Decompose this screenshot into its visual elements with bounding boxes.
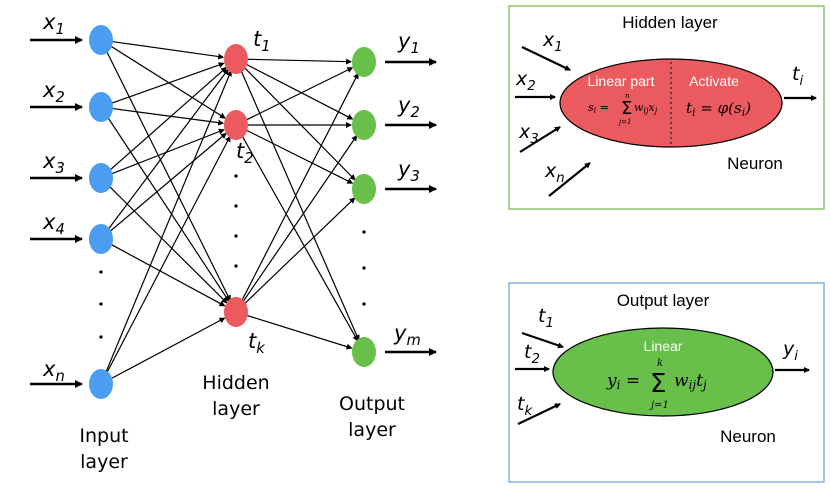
svg-text:n: n xyxy=(625,92,630,100)
hidden-panel-title: Hidden layer xyxy=(622,13,718,32)
edge-input-2-hidden-0 xyxy=(109,66,227,171)
edge-input-0-hidden-1 xyxy=(110,45,226,119)
output-node-1 xyxy=(352,47,376,77)
input-layer-caption-line1: Input xyxy=(79,425,128,447)
svg-text:j=1: j=1 xyxy=(649,400,669,411)
edge-hidden-0-output-2 xyxy=(243,67,356,181)
hidden-label-1: t1 xyxy=(253,27,271,55)
hidden-panel-input-2: x2 xyxy=(515,68,536,94)
output-panel-input-k: tk xyxy=(517,393,533,419)
hidden-label-k: tk xyxy=(248,329,265,357)
edge-input-4-hidden-1 xyxy=(106,135,231,374)
edge-input-2-hidden-1 xyxy=(111,128,225,175)
output-layer-caption-line2: layer xyxy=(348,419,396,441)
input-label-3: x3 xyxy=(42,149,65,177)
input-arrows xyxy=(30,36,83,388)
output-panel-output: yi xyxy=(782,338,798,364)
input-node-n xyxy=(89,369,113,399)
hidden-layer-caption-line2: layer xyxy=(212,398,260,420)
hidden-panel-input-3: x3 xyxy=(518,121,539,147)
svg-text:Σ: Σ xyxy=(621,98,632,119)
hidden-node-2 xyxy=(224,110,248,140)
edge-input-4-hidden-0 xyxy=(105,70,232,374)
svg-text:Σ: Σ xyxy=(650,369,666,399)
output-arrows xyxy=(385,58,437,356)
linear-part-label: Linear part xyxy=(588,73,655,89)
ellipsis-dots xyxy=(99,174,366,339)
output-label-2: y2 xyxy=(397,93,420,121)
output-panel-caption: Neuron xyxy=(720,427,776,446)
edge-input-3-hidden-2 xyxy=(111,244,226,307)
network-connections xyxy=(105,41,360,379)
output-panel-title: Output layer xyxy=(617,291,710,310)
hidden-panel-output: ti xyxy=(792,63,803,89)
svg-text:yi =: yi = xyxy=(606,371,640,392)
output-panel-input-1: t1 xyxy=(538,305,554,331)
output-node-2 xyxy=(352,110,376,140)
edge-input-3-hidden-0 xyxy=(107,68,229,230)
output-linear-label: Linear xyxy=(644,338,683,354)
output-layer-panel: Output layer Linear yi = Σ k j=1 wijtj t… xyxy=(508,282,825,483)
edge-hidden-1-output-0 xyxy=(246,67,354,121)
edge-input-1-hidden-1 xyxy=(112,107,225,126)
hidden-node-1 xyxy=(224,44,248,74)
input-label-n: xn xyxy=(42,357,65,385)
hidden-nodes xyxy=(224,44,248,327)
input-node-1 xyxy=(89,25,113,55)
svg-text:wijtj: wijtj xyxy=(674,371,707,392)
svg-text:si =: si = xyxy=(588,101,609,115)
input-node-2 xyxy=(89,92,113,122)
svg-text:j=1: j=1 xyxy=(617,118,632,126)
edge-hidden-2-output-0 xyxy=(240,72,359,302)
hidden-panel-caption: Neuron xyxy=(727,154,783,173)
input-label-1: x1 xyxy=(42,10,65,38)
edge-hidden-1-output-2 xyxy=(246,129,354,184)
output-node-3 xyxy=(352,174,376,204)
hidden-label-2: t2 xyxy=(236,139,254,167)
output-label-m: ym xyxy=(393,321,421,349)
activate-label: Activate xyxy=(689,73,739,89)
edge-hidden-0-output-3 xyxy=(240,69,360,342)
output-node-m xyxy=(352,337,376,367)
edge-input-1-hidden-0 xyxy=(112,62,225,104)
output-formula: yi = Σ k j=1 wijtj xyxy=(606,358,707,411)
output-nodes xyxy=(352,47,376,367)
sum-formula: si = Σ n j=1 wijxj xyxy=(588,92,658,126)
edge-input-0-hidden-0 xyxy=(112,41,225,60)
output-layer-caption-line1: Output xyxy=(339,393,405,415)
hidden-panel-input-n: xn xyxy=(544,160,565,186)
input-nodes xyxy=(89,25,113,399)
output-neuron-body xyxy=(552,327,774,417)
input-node-3 xyxy=(89,163,113,193)
input-label-4: x4 xyxy=(42,210,65,238)
edge-hidden-1-output-3 xyxy=(241,135,359,342)
edge-input-4-hidden-2 xyxy=(111,317,226,379)
svg-text:wijxj: wijxj xyxy=(634,101,658,115)
edge-input-0-hidden-2 xyxy=(105,50,231,302)
output-label-3: y3 xyxy=(397,157,420,185)
input-layer-caption-line2: layer xyxy=(80,451,128,473)
edge-hidden-2-output-3 xyxy=(247,315,353,350)
output-label-1: y1 xyxy=(397,29,420,57)
hidden-layer-panel: Hidden layer Linear part Activate si = Σ… xyxy=(508,5,825,210)
input-node-4 xyxy=(89,224,113,254)
edge-input-3-hidden-1 xyxy=(109,132,227,232)
svg-text:k: k xyxy=(657,358,663,369)
output-panel-input-2: t2 xyxy=(524,341,540,367)
edge-input-2-hidden-2 xyxy=(109,186,228,304)
edge-hidden-0-output-0 xyxy=(247,58,353,65)
input-label-2: x2 xyxy=(42,78,65,106)
edge-hidden-2-output-1 xyxy=(242,134,358,303)
edge-input-1-hidden-2 xyxy=(107,116,230,302)
edge-hidden-2-output-2 xyxy=(244,197,356,305)
hidden-node-k xyxy=(224,297,248,327)
hidden-panel-input-1: x1 xyxy=(542,29,563,55)
hidden-layer-caption-line1: Hidden xyxy=(202,372,269,394)
edge-hidden-0-output-1 xyxy=(246,63,354,120)
activation-formula: ti = φ(si) xyxy=(686,99,751,119)
